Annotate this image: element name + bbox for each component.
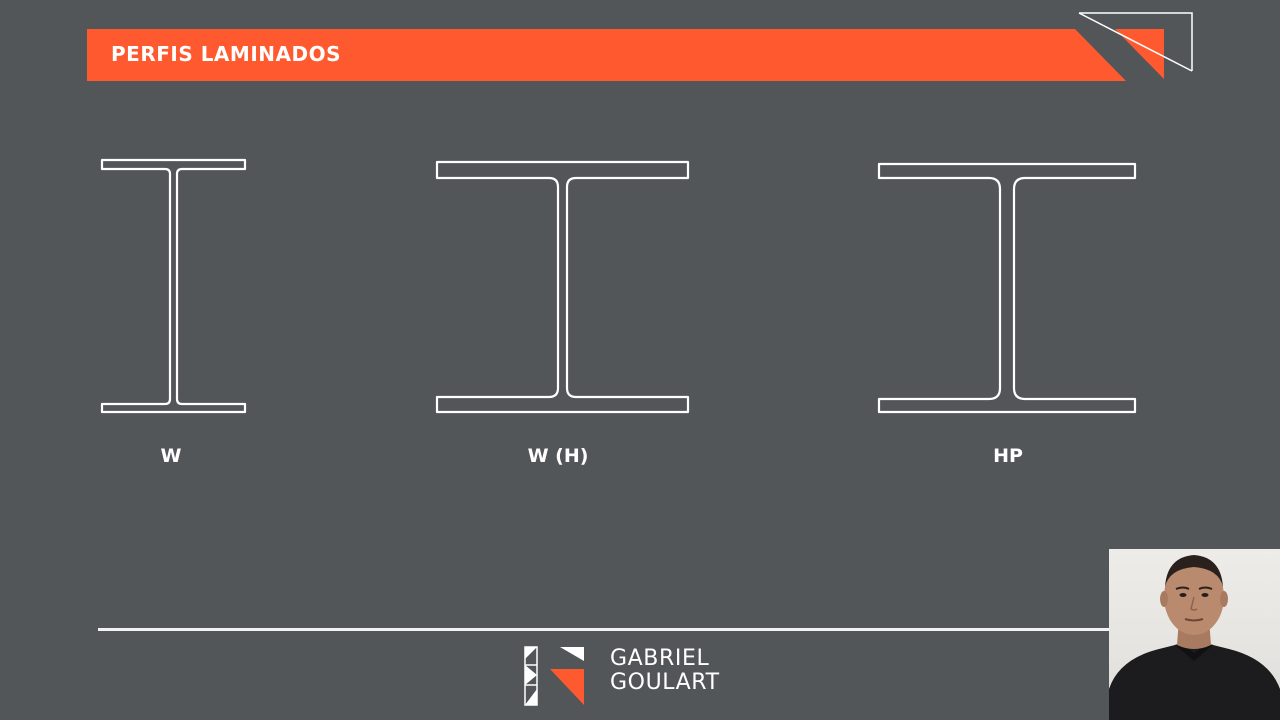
brand-name-line2: GOULART: [610, 670, 720, 695]
banner-corner-accent: [1115, 29, 1164, 79]
title-banner-bar: [87, 29, 1126, 81]
presenter-video: [1109, 549, 1280, 720]
brand-logo-icon: [524, 646, 584, 706]
brand-name-line1: GABRIEL: [610, 646, 710, 671]
presenter-figure: [1109, 555, 1280, 720]
profile-hp-label: HP: [993, 445, 1023, 467]
profile-w-label: W: [160, 445, 182, 467]
brand-name: GABRIEL GOULART: [610, 647, 720, 695]
footer-divider: [98, 628, 1110, 631]
title-banner: [87, 12, 1193, 81]
profile-wh-label: W (H): [527, 445, 589, 467]
banner-corner-diagonal: [1078, 12, 1193, 72]
profile-wh-shape: [435, 160, 690, 414]
profile-hp-shape: [877, 162, 1137, 414]
profile-w-shape: [100, 158, 247, 414]
banner-corner-outline: [1079, 12, 1193, 71]
page-title: PERFIS LAMINADOS: [111, 42, 341, 66]
